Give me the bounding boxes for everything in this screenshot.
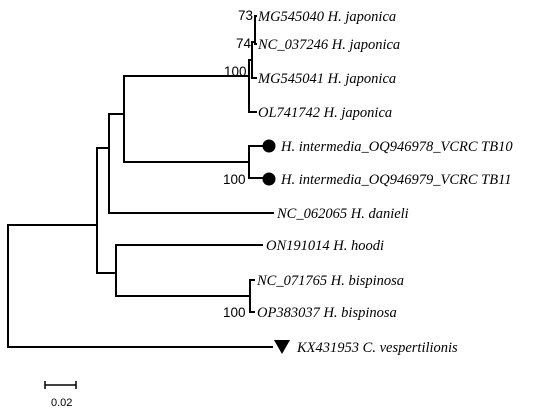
taxon-label: NC_037246 H. japonica <box>257 37 400 53</box>
bootstrap-value: 100 <box>223 172 246 187</box>
taxon-label: OP383037 H. bispinosa <box>257 305 397 321</box>
triangle-marker-icon <box>274 340 290 354</box>
bootstrap-value: 100 <box>223 305 246 320</box>
scale-bar-label: 0.02 <box>51 397 72 409</box>
bootstrap-value: 73 <box>238 8 253 23</box>
bootstrap-value: 74 <box>236 36 252 51</box>
taxon-label: ON191014 H. hoodi <box>266 238 384 254</box>
taxon-labels: MG545040 H. japonica NC_037246 H. japoni… <box>256 9 513 356</box>
circle-marker-icon <box>262 139 276 153</box>
taxon-label: H. intermedia_OQ946978_VCRC TB10 <box>280 139 513 155</box>
bootstrap-values: 73 74 100 100 100 <box>223 8 253 320</box>
taxon-label: NC_062065 H. danieli <box>276 206 409 222</box>
taxon-label: H. intermedia_OQ946979_VCRC TB11 <box>280 172 512 188</box>
taxon-label: NC_071765 H. bispinosa <box>256 273 404 289</box>
tip-markers <box>262 139 290 354</box>
taxon-label: OL741742 H. japonica <box>258 105 392 121</box>
taxon-label: MG545040 H. japonica <box>257 9 396 25</box>
tree-branches <box>7 15 274 348</box>
taxon-label: MG545041 H. japonica <box>257 71 396 87</box>
scale-bar: 0.02 <box>44 381 77 409</box>
bootstrap-value: 100 <box>224 64 247 79</box>
circle-marker-icon <box>262 172 276 186</box>
taxon-label: KX431953 C. vespertilionis <box>296 340 458 356</box>
